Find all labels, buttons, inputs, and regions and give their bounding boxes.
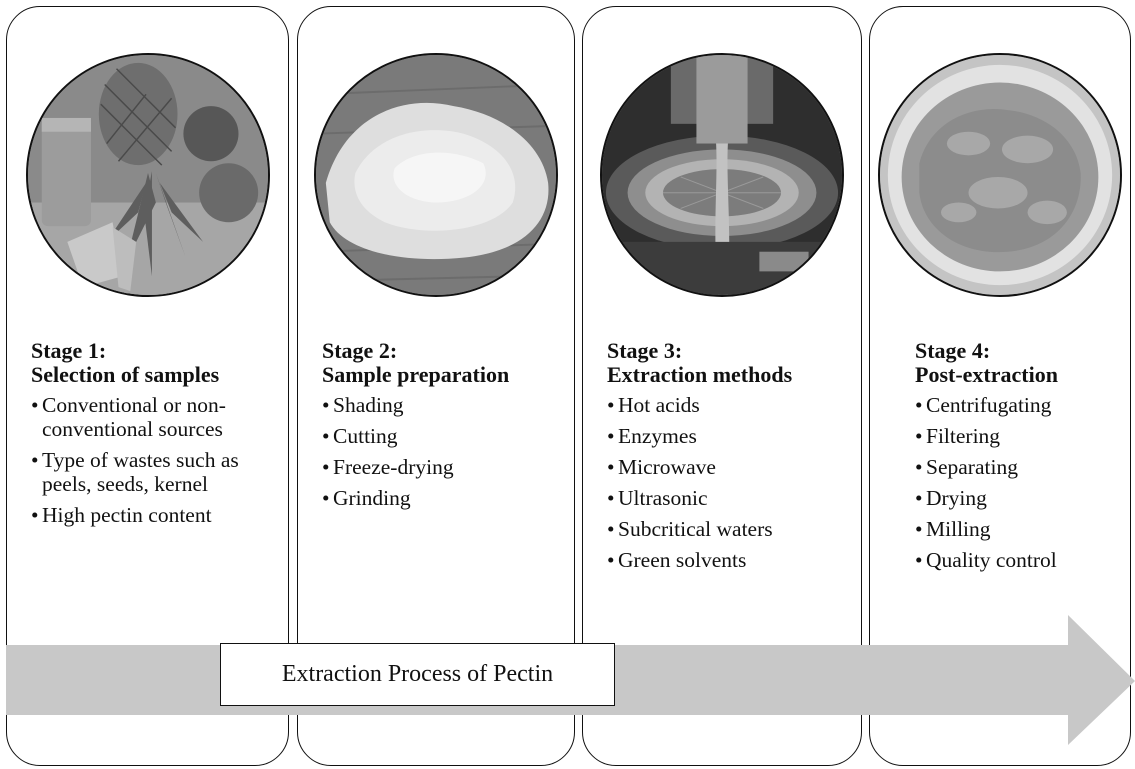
stage-3-heading: Extraction methods xyxy=(607,363,851,387)
list-item: Type of wastes such as peels, seeds, ker… xyxy=(31,448,278,496)
stage-4-list: Centrifugating Filtering Separating Dryi… xyxy=(915,393,1120,572)
stage-3-label: Stage 3: xyxy=(607,339,851,363)
stage-1-heading: Selection of samples xyxy=(31,363,278,387)
stage-3-panel: Stage 3: Extraction methods Hot acids En… xyxy=(582,6,862,766)
list-item: Microwave xyxy=(607,455,851,479)
list-item: Cutting xyxy=(322,424,564,448)
stage-1-title: Stage 1: Selection of samples xyxy=(31,339,278,387)
stage-2-list: Shading Cutting Freeze-drying Grinding xyxy=(322,393,564,510)
list-item: Centrifugating xyxy=(915,393,1120,417)
stage-4-label: Stage 4: xyxy=(915,339,1120,363)
list-item: Milling xyxy=(915,517,1120,541)
list-item: High pectin content xyxy=(31,503,278,527)
fruit-photo xyxy=(26,53,270,297)
stage-4-panel: Stage 4: Post-extraction Centrifugating … xyxy=(869,6,1131,766)
process-arrow-label: Extraction Process of Pectin xyxy=(220,643,615,706)
stage-4-heading: Post-extraction xyxy=(915,363,1120,387)
stage-4-title: Stage 4: Post-extraction xyxy=(915,339,1120,387)
powder-photo xyxy=(314,53,558,297)
stage-3-list: Hot acids Enzymes Microwave Ultrasonic S… xyxy=(607,393,851,572)
stage-2-label: Stage 2: xyxy=(322,339,564,363)
extraction-apparatus-photo xyxy=(600,53,844,297)
list-item: Ultrasonic xyxy=(607,486,851,510)
list-item: Filtering xyxy=(915,424,1120,448)
list-item: Conventional or non-conventional sources xyxy=(31,393,278,441)
list-item: Subcritical waters xyxy=(607,517,851,541)
list-item: Separating xyxy=(915,455,1120,479)
list-item: Freeze-drying xyxy=(322,455,564,479)
stage-3-title: Stage 3: Extraction methods xyxy=(607,339,851,387)
stage-2-title: Stage 2: Sample preparation xyxy=(322,339,564,387)
list-item: Drying xyxy=(915,486,1120,510)
list-item: Enzymes xyxy=(607,424,851,448)
list-item: Quality control xyxy=(915,548,1120,572)
pectin-gel-photo xyxy=(878,53,1122,297)
list-item: Green solvents xyxy=(607,548,851,572)
list-item: Grinding xyxy=(322,486,564,510)
list-item: Hot acids xyxy=(607,393,851,417)
stage-2-heading: Sample preparation xyxy=(322,363,564,387)
stage-1-label: Stage 1: xyxy=(31,339,278,363)
stage-1-list: Conventional or non-conventional sources… xyxy=(31,393,278,527)
list-item: Shading xyxy=(322,393,564,417)
